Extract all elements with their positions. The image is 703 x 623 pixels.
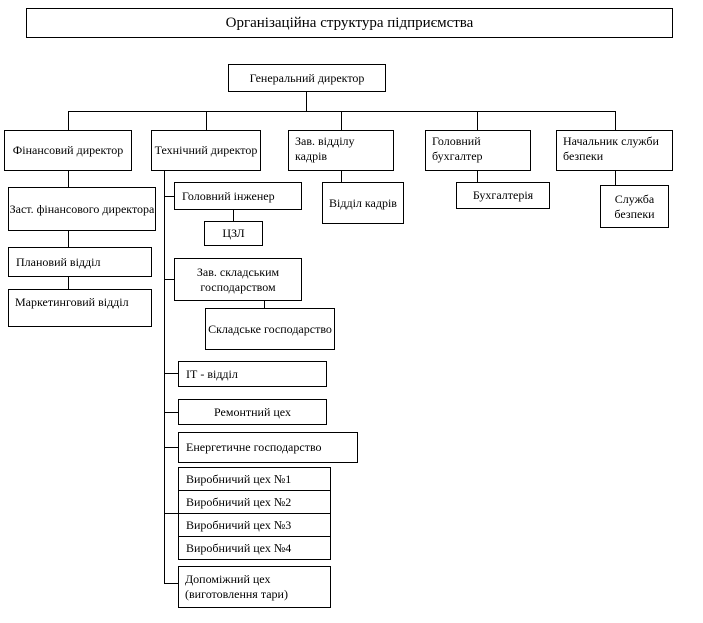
- connector: [68, 111, 616, 112]
- security-head-box: Начальник служби безпеки: [556, 130, 673, 171]
- connector: [615, 170, 616, 185]
- security-dept-box: Служба безпеки: [600, 185, 669, 228]
- connector: [341, 111, 342, 130]
- czl-box: ЦЗЛ: [204, 221, 263, 246]
- connector: [164, 447, 178, 448]
- connector: [68, 230, 69, 247]
- production-shop-box: Виробничий цех №4: [178, 536, 331, 560]
- marketing-dept-box: Маркетинговий відділ: [8, 289, 152, 327]
- connector: [68, 276, 69, 289]
- connector: [341, 170, 342, 182]
- connector: [477, 170, 478, 182]
- repair-shop-box: Ремонтний цех: [178, 399, 327, 425]
- warehouse-head-box: Зав. складським господарством: [174, 258, 302, 301]
- aux-shop-box: Допоміжний цех (виготовлення тари): [178, 566, 331, 608]
- connector: [164, 373, 178, 374]
- fin-deputy-box: Заст. фінансового директора: [8, 187, 156, 231]
- energy-box: Енергетичне господарство: [178, 432, 358, 463]
- tech-director-box: Технічний директор: [151, 130, 261, 171]
- connector: [306, 91, 307, 112]
- connector: [164, 279, 174, 280]
- connector: [68, 111, 69, 130]
- warehouse-box: Складське господарство: [205, 308, 335, 350]
- ceo-box: Генеральний директор: [228, 64, 386, 92]
- accountant-box: Головний бухгалтер: [425, 130, 531, 171]
- hr-head-box: Зав. відділу кадрів: [288, 130, 394, 171]
- hr-dept-box: Відділ кадрів: [322, 182, 404, 224]
- production-shop-box: Виробничий цех №3: [178, 513, 331, 537]
- production-shop-box: Виробничий цех №2: [178, 490, 331, 514]
- connector: [264, 300, 265, 308]
- production-shop-box: Виробничий цех №1: [178, 467, 331, 491]
- it-dept-box: ІТ - відділ: [178, 361, 327, 387]
- accounting-dept-box: Бухгалтерія: [456, 182, 550, 209]
- connector: [206, 111, 207, 130]
- fin-director-box: Фінансовий директор: [4, 130, 132, 171]
- connector: [164, 196, 174, 197]
- page-title: Організаційна структура підприємства: [26, 8, 673, 38]
- connector: [164, 513, 178, 514]
- connector: [477, 111, 478, 130]
- connector: [233, 209, 234, 221]
- connector: [164, 170, 165, 583]
- chief-engineer-box: Головний інженер: [174, 182, 302, 210]
- connector: [164, 412, 178, 413]
- connector: [68, 170, 69, 187]
- planning-dept-box: Плановий відділ: [8, 247, 152, 277]
- connector: [164, 583, 178, 584]
- connector: [615, 111, 616, 130]
